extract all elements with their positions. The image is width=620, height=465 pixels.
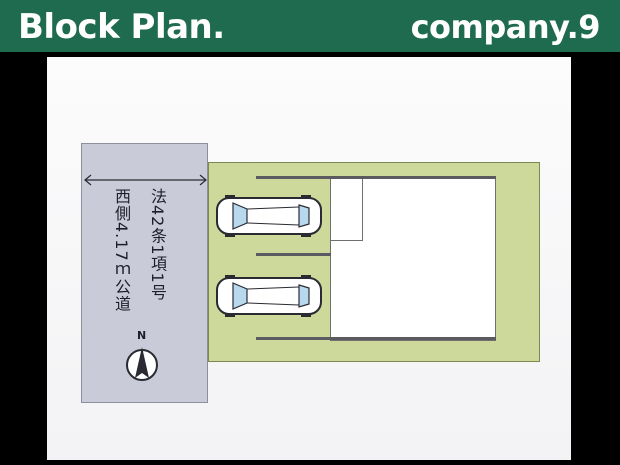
road-law-label: 法42条1項1号 (148, 188, 167, 301)
car-icon (216, 195, 322, 237)
parking-line-middle (256, 253, 331, 256)
car-icon (216, 275, 322, 317)
north-label: N (137, 329, 147, 342)
house-entrance-area (330, 178, 363, 241)
page-title: Block Plan. (18, 7, 225, 47)
company-name: company.9 (410, 8, 601, 46)
road-width-arrow (84, 174, 207, 186)
header-bar: Block Plan. company.9 (0, 0, 620, 52)
parking-line-top (256, 176, 496, 179)
road-name-label: 西側4.17ｍ公道 (112, 188, 131, 313)
parking-line-bottom (256, 337, 496, 340)
north-arrow-icon (126, 347, 158, 381)
header-divider (0, 52, 620, 55)
